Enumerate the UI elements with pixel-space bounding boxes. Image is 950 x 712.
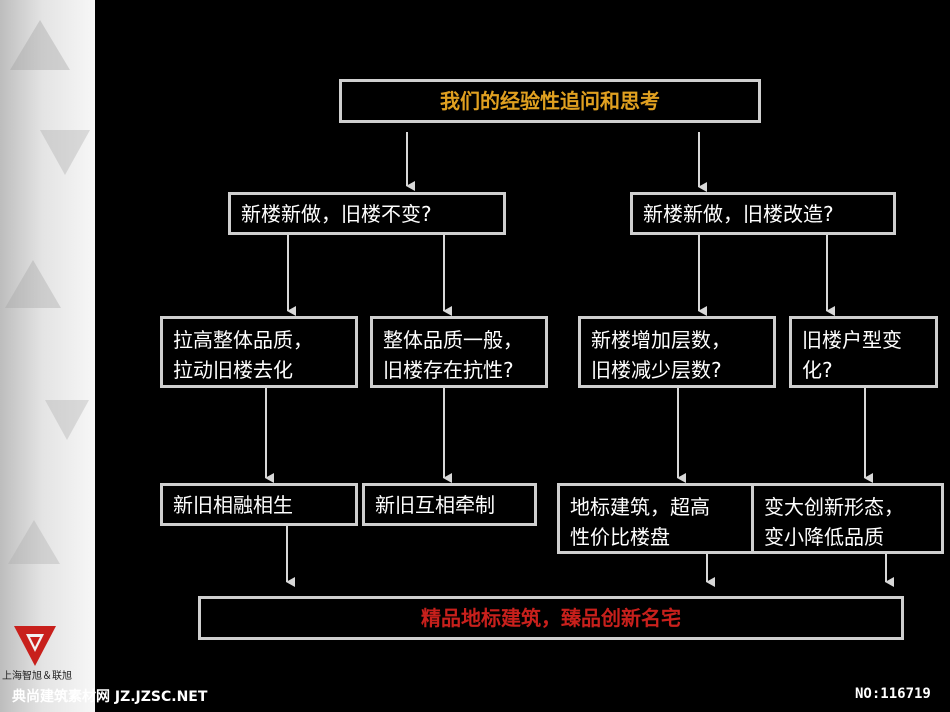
question-3-line-2: 旧楼减少层数?	[591, 358, 722, 382]
title-box: 我们的经验性追问和思考	[339, 79, 761, 123]
red-triangle-logo-icon	[14, 626, 56, 666]
branch-left-box: 新楼新做，旧楼不变?	[228, 192, 506, 235]
question-4-line-2: 化?	[802, 358, 833, 382]
result-3-line-1: 地标建筑，超高	[570, 495, 710, 519]
question-1-line-2: 拉动旧楼去化	[173, 358, 293, 382]
branch-right-box: 新楼新做，旧楼改造?	[630, 192, 896, 235]
company-name: 上海智旭＆联旭	[2, 671, 72, 682]
result-box-2: 新旧互相牵制	[362, 483, 537, 526]
question-3-line-1: 新楼增加层数，	[591, 328, 731, 352]
question-1-line-1: 拉高整体品质，	[173, 328, 313, 352]
result-box-4: 变大创新形态， 变小降低品质	[751, 483, 944, 554]
question-box-3: 新楼增加层数， 旧楼减少层数?	[578, 316, 776, 388]
result-4-line-2: 变小降低品质	[764, 525, 884, 549]
watermark-right: NO:116719	[855, 686, 931, 702]
result-box-3: 地标建筑，超高 性价比楼盘	[557, 483, 754, 554]
conclusion-box: 精品地标建筑，臻品创新名宅	[198, 596, 904, 640]
question-4-line-1: 旧楼户型变	[802, 328, 902, 352]
question-box-1: 拉高整体品质， 拉动旧楼去化	[160, 316, 358, 388]
left-gradient-panel: 上海智旭＆联旭	[0, 0, 95, 712]
result-4-line-1: 变大创新形态，	[764, 495, 904, 519]
watermark-left: 典尚建筑素材网 JZ.JZSC.NET	[12, 689, 208, 705]
question-2-line-1: 整体品质一般，	[383, 328, 523, 352]
question-2-line-2: 旧楼存在抗性?	[383, 358, 514, 382]
result-box-1: 新旧相融相生	[160, 483, 358, 526]
result-3-line-2: 性价比楼盘	[570, 525, 670, 549]
question-box-2: 整体品质一般， 旧楼存在抗性?	[370, 316, 548, 388]
question-box-4: 旧楼户型变 化?	[789, 316, 938, 388]
